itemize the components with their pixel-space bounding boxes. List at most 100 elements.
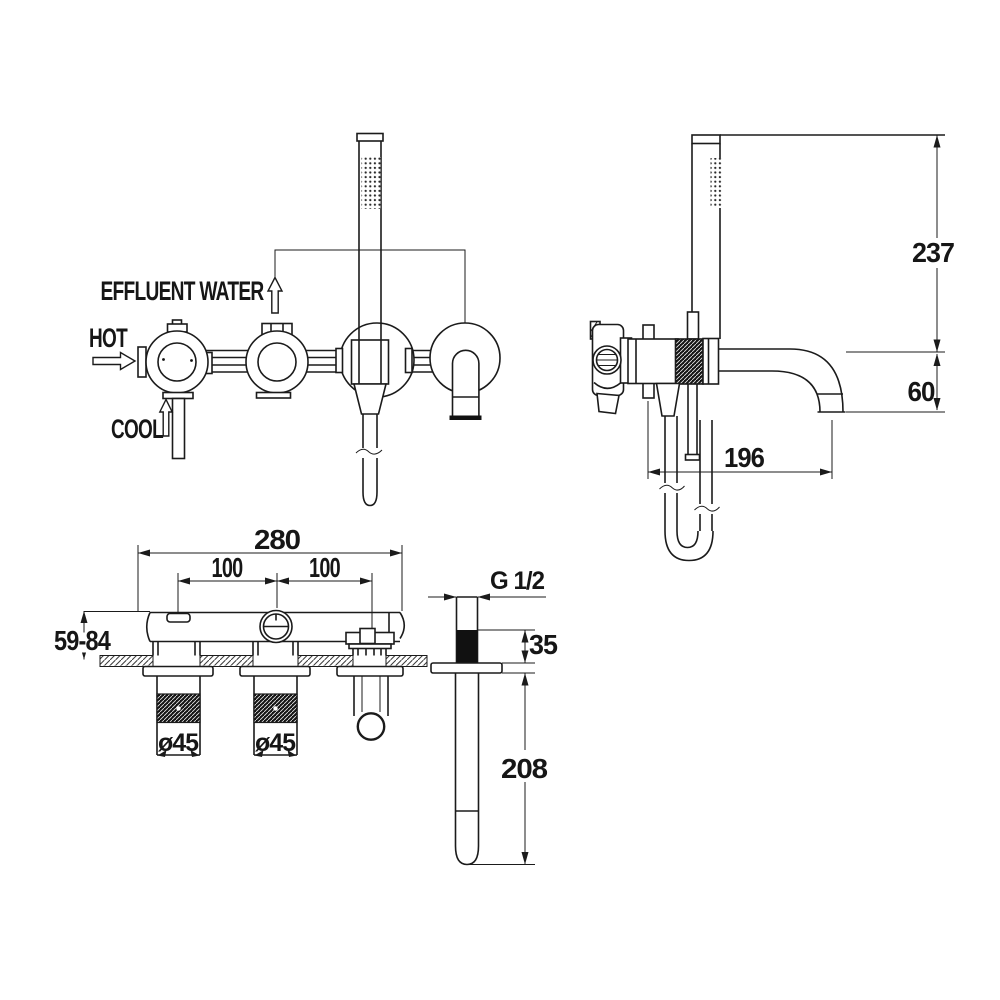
diverter-valve [245,322,309,399]
spout-front [451,349,480,416]
flange [336,665,404,677]
arrowhead [80,611,88,623]
hot-label: HOT [89,323,128,353]
cool-label: COOL [111,414,163,444]
wall-depth-dimension: 59-84 [54,611,150,660]
body-right-end [399,612,406,639]
thread-dimension: G 1/2 [428,567,546,601]
knurl-highlight [176,706,181,711]
hot-valve-stem-plan [166,612,191,623]
spray-face [361,157,381,209]
valve-body-circle [245,330,309,394]
wall-hatch [99,655,154,667]
valve-side-tab [137,346,147,378]
hot-right-arrow-icon [92,351,137,371]
effluent-flow-line [274,249,466,324]
knurl-band [674,338,704,385]
spray-face [710,158,722,208]
wand-cap [691,134,721,145]
dim-237: 237 [912,237,954,268]
holder-bump-plan [359,627,376,645]
valve-dot [162,358,165,361]
valve-side-tab [404,347,413,374]
dim-100-right: 100 [309,552,340,583]
arrowhead [190,750,200,757]
arrowhead [287,750,297,757]
wall-section [99,655,428,667]
hand-shower-side [691,134,722,339]
hose-outlet-circle [356,712,386,741]
hose-break-mark [659,484,685,491]
arrowhead [933,135,941,148]
hose-cone [655,382,681,417]
arrowhead [277,577,289,585]
dim-208: 208 [501,753,547,784]
holder-subflange-plan [348,643,392,650]
side-view: 237 60 196 [589,134,955,562]
wall-hatch [297,655,354,667]
spout-dimensions: 35 208 [467,629,558,865]
wall-hatch [199,655,254,667]
wall-necks [152,642,387,656]
hot-valve [137,319,213,460]
neck-lines [152,642,299,656]
diverter-handle-plan: ø45 [239,665,311,757]
side-handle [589,320,633,415]
dim-59-84: 59-84 [54,625,111,656]
arrowhead [820,468,832,476]
flange [142,665,214,677]
arrowhead [521,630,529,643]
hose-u-bend-inner [676,530,699,549]
arrowhead [157,750,167,757]
cool-up-arrow-icon [158,397,174,437]
hose-break-mark [355,448,383,455]
top-stem [686,311,700,340]
front-view: EFFLUENT WATER HOT COOL [89,132,501,507]
flange [430,662,503,674]
text-mask [57,632,107,653]
valve-dot [190,359,193,362]
spout-outlet-front [429,322,501,420]
hose-break-mark [694,505,720,512]
valve-bottom-plate [162,391,194,400]
dim-60: 60 [908,376,935,407]
dim-35: 35 [529,629,557,660]
dim-196: 196 [724,442,764,473]
hose-taper [352,383,388,415]
wall-embed-band [456,630,478,663]
effluent-up-arrow-icon [266,275,284,314]
handle-foot [596,392,620,415]
arrowhead [933,398,941,411]
hose-side [655,382,720,562]
side-dimensions: 237 60 196 [647,135,955,479]
arrowhead [254,750,264,757]
spout-mouth [449,415,482,420]
shower-outlet-plan [336,665,404,741]
valve-bottom-plate [255,391,292,399]
dim-100-left: 100 [212,552,243,583]
arrowhead [521,650,529,663]
arrowhead [477,593,490,601]
hand-shower-front [350,132,390,507]
valve-inner-circle [157,342,197,382]
handle-bottom-curve [593,381,622,390]
spout-outer-curve [718,348,844,413]
front-annotations: EFFLUENT WATER HOT COOL [89,275,284,444]
arrowhead [648,468,660,476]
knurl-highlight [273,706,278,711]
valve-body-circle [145,330,209,394]
hose-end [362,484,378,507]
plan-dimensions-top: 280 100 100 [137,524,403,630]
arrowhead [444,593,457,601]
arrowhead [265,577,277,585]
arrowhead [360,577,372,585]
hose-u-bend-outer [664,530,714,562]
wand-grip-end [684,453,701,461]
collar [702,337,720,385]
lever-handle [171,397,186,460]
plan-view: 280 100 100 [54,524,428,757]
wall-hatch [385,655,428,667]
holder-cup [350,339,390,385]
